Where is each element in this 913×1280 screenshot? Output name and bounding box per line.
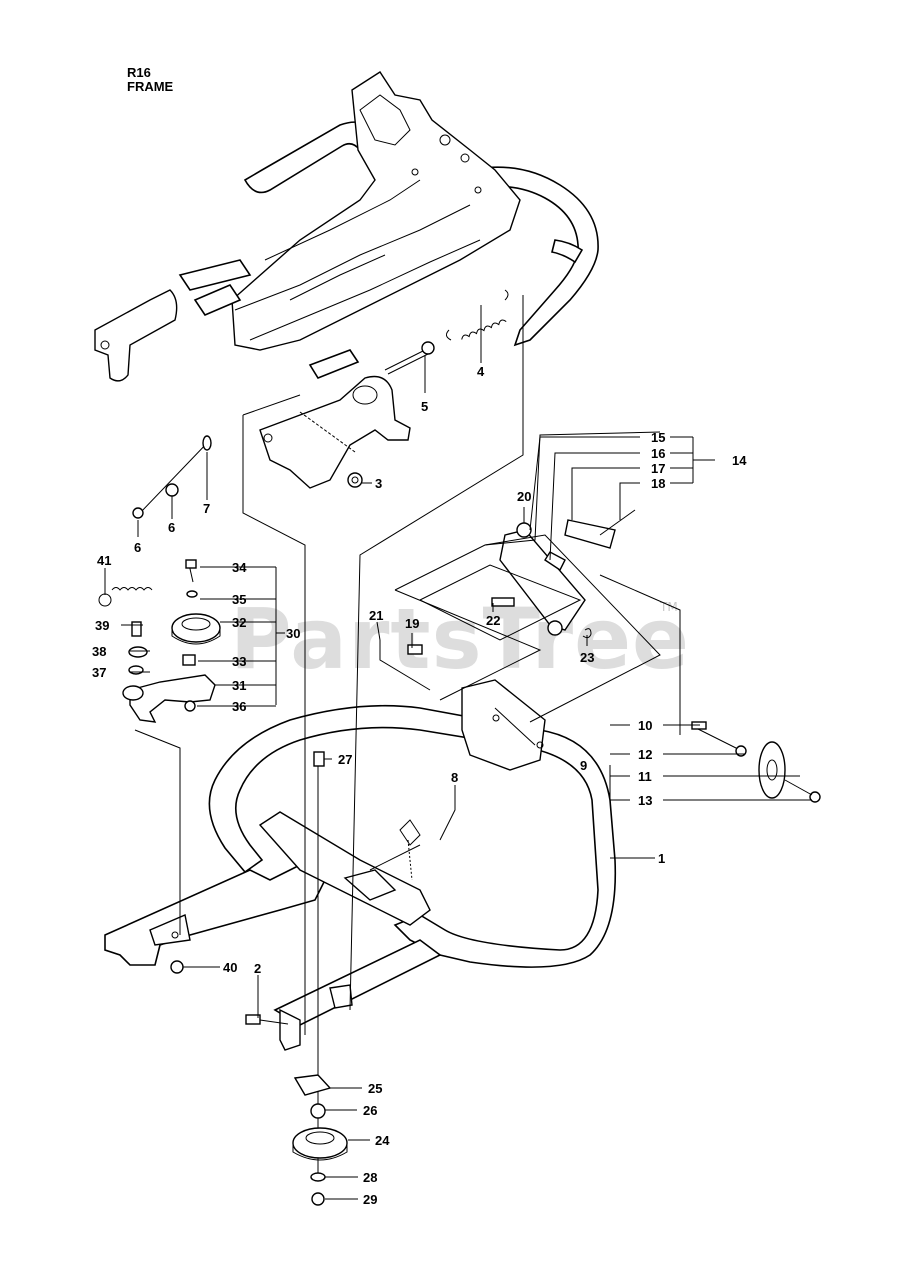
callout-40: 40 — [223, 960, 237, 975]
hardware-3-6-7 — [132, 435, 363, 519]
callout-31: 31 — [232, 678, 246, 693]
callout-22: 22 — [486, 613, 500, 628]
callout-32: 32 — [232, 615, 246, 630]
callout-7: 7 — [203, 501, 210, 516]
callout-2: 2 — [254, 961, 261, 976]
callout-9: 9 — [580, 758, 587, 773]
callout-24: 24 — [375, 1133, 390, 1148]
callout-3: 3 — [375, 476, 382, 491]
caster-wheel — [691, 721, 821, 803]
eyebolt-5 — [384, 341, 435, 375]
callout-35: 35 — [232, 592, 246, 607]
callout-12: 12 — [638, 747, 652, 762]
fasteners — [170, 960, 289, 1025]
callout-41: 41 — [97, 553, 111, 568]
callout-10: 10 — [638, 718, 652, 733]
callout-17: 17 — [651, 461, 665, 476]
callout-33: 33 — [232, 654, 246, 669]
callout-38: 38 — [92, 644, 106, 659]
callout-16: 16 — [651, 446, 665, 461]
callout-28: 28 — [363, 1170, 377, 1185]
callout-37: 37 — [92, 665, 106, 680]
callout-39: 39 — [95, 618, 109, 633]
idler-assembly-30 — [98, 559, 221, 723]
callout-27: 27 — [338, 752, 352, 767]
main-frame-1 — [104, 704, 617, 1051]
callout-25: 25 — [368, 1081, 382, 1096]
callout-19: 19 — [405, 616, 419, 631]
diagram-code: R16 — [127, 65, 151, 80]
diagram-title: FRAME — [127, 79, 174, 94]
callout-21: 21 — [369, 608, 383, 623]
callout-18: 18 — [651, 476, 665, 491]
callout-6b: 6 — [168, 520, 175, 535]
callout-numbers: 1 2 3 4 5 6 6 7 8 9 10 11 12 13 14 15 16… — [92, 364, 747, 1207]
upper-frame-assembly — [94, 71, 599, 489]
spring-4 — [445, 289, 509, 341]
callout-1: 1 — [658, 851, 665, 866]
callout-29: 29 — [363, 1192, 377, 1207]
pulley-assembly-24 — [292, 751, 348, 1206]
callout-leaders — [104, 305, 812, 1200]
callout-4: 4 — [477, 364, 485, 379]
callout-14: 14 — [732, 453, 747, 468]
callout-13: 13 — [638, 793, 652, 808]
callout-26: 26 — [363, 1103, 377, 1118]
callout-23: 23 — [580, 650, 594, 665]
callout-15: 15 — [651, 430, 665, 445]
watermark: PartsTree — [230, 590, 691, 688]
callout-8: 8 — [451, 770, 458, 785]
callout-30: 30 — [286, 626, 300, 641]
callout-5: 5 — [421, 399, 428, 414]
callout-34: 34 — [232, 560, 247, 575]
assembly-lines — [134, 295, 681, 1035]
caster-arm — [379, 509, 636, 771]
callout-20: 20 — [517, 489, 531, 504]
callout-36: 36 — [232, 699, 246, 714]
callout-11: 11 — [638, 769, 652, 784]
callout-6a: 6 — [134, 540, 141, 555]
